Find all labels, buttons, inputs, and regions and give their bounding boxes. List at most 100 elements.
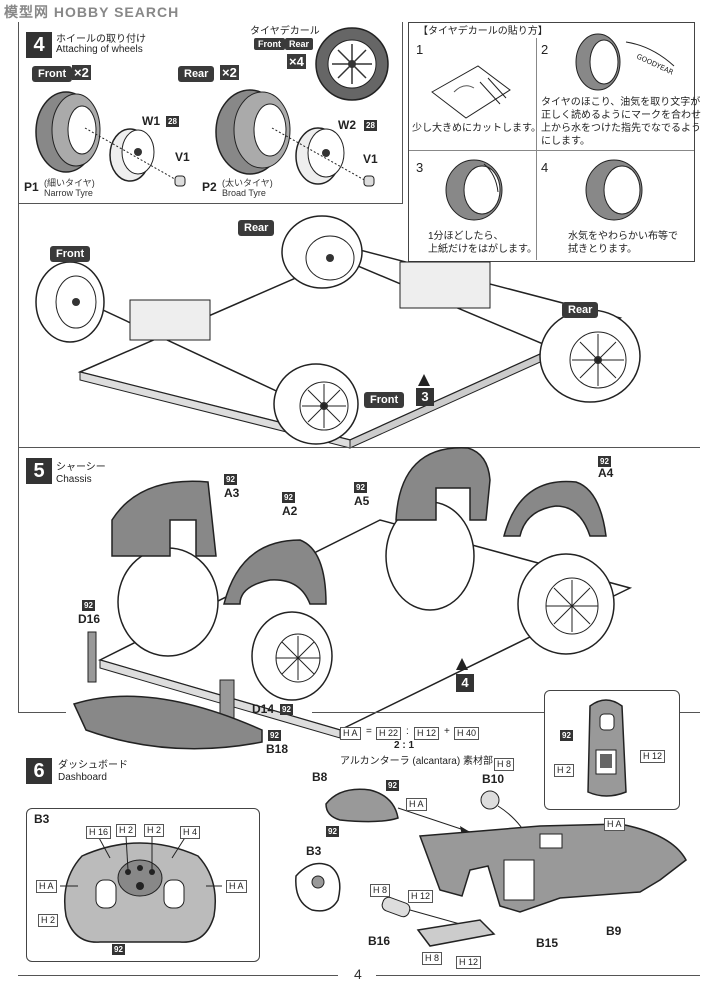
decal-howto-box [408,22,695,262]
b3-small-label: B3 [306,844,322,858]
d16-label: D16 [78,612,101,626]
howto-step2-text-3: 上から水をつけた指先でなでるよう [541,123,701,134]
formula-h12: H 12 [414,727,440,740]
decal-rear-tag: Rear [285,38,314,50]
rear-mult: ×2 [220,65,239,80]
rear-tag: Rear [178,66,215,82]
step4-number: 4 [26,32,52,58]
w2-num: 28 [364,120,377,131]
step6-number: 6 [26,758,52,784]
p1-jp: (細いタイヤ) [44,178,95,188]
howto-step3-text-1: 1分ほどしたら、 [428,231,504,242]
v1b-label: V1 [363,152,378,166]
howto-step2-text-2: 正しく読めるようにマークを合わせ [541,110,701,121]
b8-label: B8 [312,770,328,784]
howto-title: 【タイヤデカールの貼り方】 [418,26,548,37]
step5-step6-divider-right [312,712,700,713]
a3-label: A3 [224,486,240,500]
b10-h8: H 8 [494,758,515,771]
p2-label: P2 [202,180,217,194]
a4-label: A4 [598,466,614,480]
step5-title-jp: シャーシー [56,462,106,473]
inset-h12: H 12 [640,750,666,763]
b16-h12: H 12 [408,890,434,903]
formula-h40: H 40 [454,727,480,740]
b18-label: B18 [266,742,289,756]
step4-inner-divider [18,203,402,204]
b8-num-2: 92 [326,826,339,837]
howto-step4-text-1: 水気をやわらかい布等で [568,231,678,242]
d14-label: D14 [252,702,275,716]
b15-label: B15 [536,936,559,950]
step4-step5-divider [18,447,700,448]
decal-front-tag: Front [254,38,285,50]
b16-label: B16 [368,934,391,948]
chassis-rear-tag-top: Rear [238,220,275,236]
b16-h8: H 8 [370,884,391,897]
wheel-h16: H 16 [86,826,112,839]
howto-step2-number: 2 [541,42,549,57]
d14-num: 92 [280,704,293,715]
formula-h22: H 22 [376,727,402,740]
footer-rule-right [376,975,700,976]
step5-number: 5 [26,458,52,484]
formula-ha: H A [340,727,361,740]
howto-step2-text-1: タイヤのほこり、油気を取り文字が [541,97,701,108]
b9-ha: H A [604,818,625,831]
howto-step3-text-2: 上紙だけをはがします。 [428,244,537,255]
p2-jp: (太いタイヤ) [222,178,273,188]
inset-h2: H 2 [554,764,575,777]
v1a-label: V1 [175,150,190,164]
formula-plus: + [444,726,450,737]
ref-step4-badge: 4 [456,674,474,692]
b18-num: 92 [268,730,281,741]
p2-en: Broad Tyre [222,188,266,198]
howto-step4-number: 4 [541,160,549,175]
w2-label: W2 [338,118,356,132]
step5-step6-divider-left [18,712,66,713]
page-number: 4 [354,966,362,982]
formula-eq: = [366,726,372,737]
b10-label: B10 [482,772,505,786]
formula-note: アルカンターラ (alcantara) 素材部 [340,756,493,767]
b8-ha: H A [406,798,427,811]
front-tag: Front [32,66,73,82]
footer-rule-left [18,975,338,976]
wheel-h2a: H 2 [116,824,137,837]
front-mult: ×2 [72,65,91,80]
howto-step2-text-4: にします。 [541,136,590,147]
p1-label: P1 [24,180,39,194]
decal-mult: ×4 [287,54,306,69]
wheel-ha-right: H A [226,880,247,893]
a3-num: 92 [224,474,237,485]
a4-num: 92 [598,456,611,467]
b15-h8: H 8 [422,952,443,965]
ref-step3-badge: 3 [416,388,434,406]
step6-title-jp: ダッシュボード [58,760,128,771]
formula-colon: : [406,726,409,737]
howto-center-divider [536,38,537,260]
a2-num: 92 [282,492,295,503]
step4-title-en: Attaching of wheels [56,44,143,55]
b15-h12: H 12 [456,956,482,969]
howto-step3-number: 3 [416,160,424,175]
howto-left-border [402,22,403,204]
wheel-h2b: H 2 [144,824,165,837]
step4-title-jp: ホイールの取り付け [56,34,146,45]
howto-step1-text: 少し大きめにカットします。 [412,123,541,134]
chassis-front-tag-left: Front [50,246,91,262]
